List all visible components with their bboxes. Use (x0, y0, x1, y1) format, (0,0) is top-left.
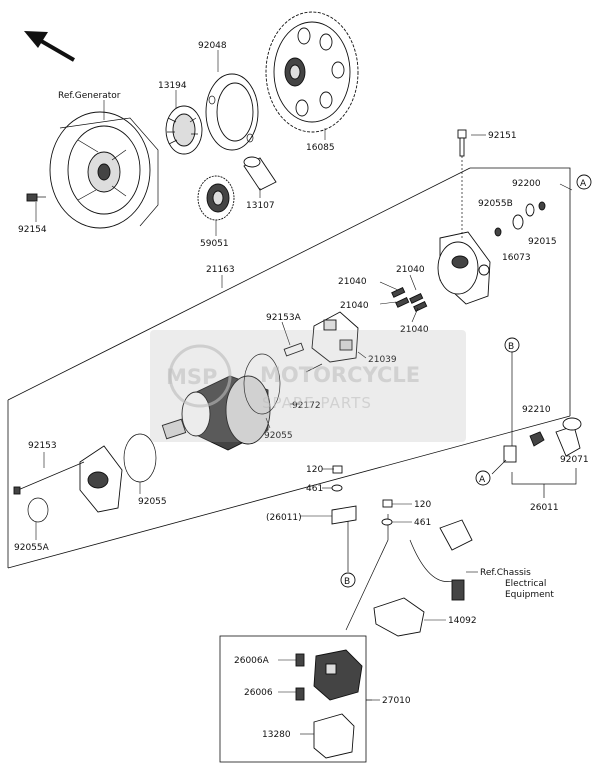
label-21040-a: 21040 (338, 277, 367, 287)
starter-end-cover (437, 231, 491, 305)
label-21040-c: 21040 (340, 301, 369, 311)
label-120-b: 120 (414, 500, 431, 510)
label-92154: 92154 (18, 225, 47, 235)
watermark-globe-icon (168, 344, 232, 408)
oring-92055-lower (123, 433, 157, 483)
fuse-26006 (295, 687, 305, 701)
label-92055-upper: 92055 (264, 431, 293, 441)
marker-b-lower-label: B (344, 577, 350, 587)
label-461-b: 461 (414, 518, 431, 528)
leader-lines-lower (278, 468, 478, 735)
part-13194-clutch (165, 105, 203, 155)
label-92055B: 92055B (478, 199, 513, 209)
label-59051: 59051 (200, 239, 229, 249)
label-92172: 92172 (292, 401, 321, 411)
label-16073: 16073 (502, 253, 531, 263)
label-92200: 92200 (512, 179, 541, 189)
washer-bolt-set (331, 465, 393, 526)
cap-13280 (313, 713, 355, 759)
marker-b-upper (504, 337, 520, 368)
starter-assembly-frame (7, 167, 571, 569)
label-27010: 27010 (382, 696, 411, 706)
oring-92055-upper (243, 353, 281, 415)
oring-92055A (27, 497, 49, 523)
part-92172-screw (305, 363, 323, 373)
watermark-badge: MSP (166, 365, 217, 389)
label-13280: 13280 (262, 730, 291, 740)
watermark-subtitle: SPARE PARTS (262, 394, 372, 412)
part-92151-bolt (457, 129, 467, 240)
part-13107-shaft (243, 156, 277, 191)
marker-a-upper (576, 174, 592, 190)
label-92153A: 92153A (266, 313, 302, 323)
direction-arrow-icon (24, 31, 76, 62)
label-92015: 92015 (528, 237, 557, 247)
label-16085: 16085 (306, 143, 335, 153)
label-26011-paren: (26011) (266, 513, 302, 523)
label-ref-generator: Ref.Generator (58, 91, 121, 101)
callout-labels: Ref.Generator 92048 13194 16085 92154 13… (14, 41, 589, 740)
part-59051-idle-gear (197, 175, 235, 221)
label-21039: 21039 (368, 355, 397, 365)
label-26006A: 26006A (234, 656, 270, 666)
label-92048: 92048 (198, 41, 227, 51)
label-92151: 92151 (488, 131, 517, 141)
relay-cable-assembly (331, 505, 473, 637)
label-92071: 92071 (560, 455, 589, 465)
label-ref-chassis-2: Electrical (505, 579, 546, 589)
label-461-a: 461 (306, 484, 323, 494)
label-ref-chassis-1: Ref.Chassis (480, 568, 531, 578)
part-92153A-bolt (283, 342, 305, 357)
label-92055A: 92055A (14, 543, 50, 553)
label-92055-lower: 92055 (138, 497, 167, 507)
part-92153-long-bolt (13, 461, 85, 495)
label-21040-b: 21040 (396, 265, 425, 275)
part-16085-starter-gear (265, 11, 359, 133)
watermark: MSP MOTORCYCLE SPARE PARTS (150, 330, 466, 442)
label-21163: 21163 (206, 265, 235, 275)
generator-rotor (49, 111, 159, 229)
bracket-26011 (511, 468, 577, 498)
label-120-a: 120 (306, 465, 323, 475)
marker-a-lower-label: A (479, 475, 486, 485)
watermark-title: MOTORCYCLE (260, 363, 420, 387)
label-13194: 13194 (158, 81, 187, 91)
leader-lines-generator (35, 50, 326, 236)
part-92048-ring (205, 73, 259, 151)
fuse-26006A (295, 653, 305, 667)
label-92210: 92210 (522, 405, 551, 415)
marker-b-lower (340, 572, 356, 588)
part-92154-bolt (26, 193, 46, 202)
label-14092: 14092 (448, 616, 477, 626)
brushes-21040 (391, 287, 428, 312)
brush-holder-21039 (311, 311, 359, 363)
part-92210-nut (529, 431, 545, 447)
marker-a-lower (475, 470, 491, 486)
label-ref-chassis-3: Equipment (505, 590, 554, 600)
marker-a-upper-label: A (580, 179, 587, 189)
leader-lines-starter (35, 134, 573, 540)
starter-cable-26011 (491, 368, 517, 475)
small-washers (494, 201, 546, 237)
label-92153: 92153 (28, 441, 57, 451)
label-26011: 26011 (530, 503, 559, 513)
label-21040-d: 21040 (400, 325, 429, 335)
marker-b-upper-label: B (508, 342, 514, 352)
starter-front-cover (79, 445, 123, 513)
label-13107: 13107 (246, 201, 275, 211)
label-26006: 26006 (244, 688, 273, 698)
relay-frame (219, 635, 372, 763)
starter-relay-27010 (313, 649, 363, 701)
part-92071-boot (555, 417, 582, 457)
starter-motor-body (161, 375, 271, 451)
